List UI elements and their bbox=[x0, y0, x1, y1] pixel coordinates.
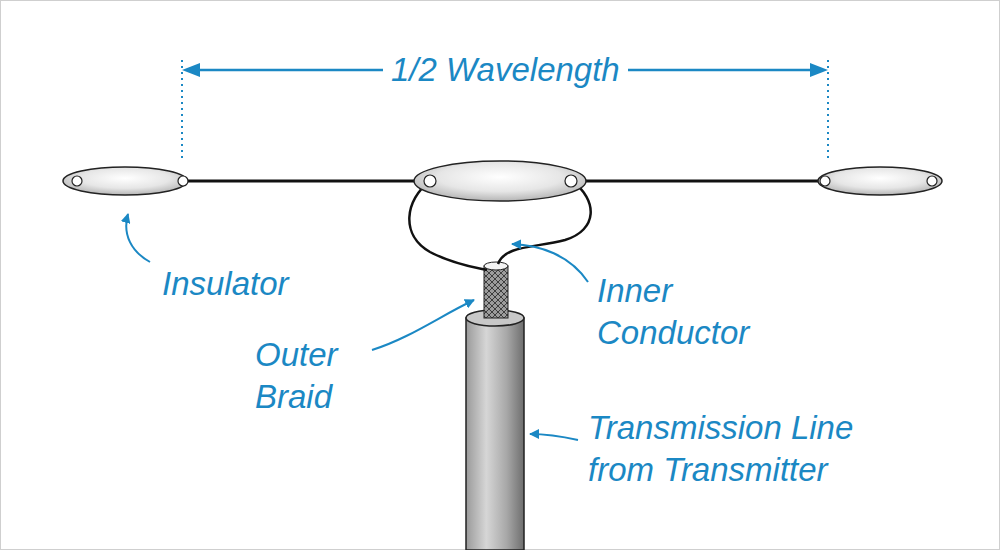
leader-line bbox=[126, 214, 150, 262]
insulator bbox=[63, 167, 187, 195]
insulator-hole bbox=[424, 175, 436, 187]
part-label: Insulator bbox=[162, 263, 289, 305]
inner-insulation bbox=[484, 262, 508, 270]
outer-braid bbox=[484, 266, 508, 318]
coax-cable bbox=[466, 318, 524, 550]
insulator-hole bbox=[820, 176, 830, 186]
leader-line bbox=[372, 300, 474, 350]
insulator-hole bbox=[178, 176, 188, 186]
insulator bbox=[414, 161, 586, 201]
part-label: Outer Braid bbox=[255, 334, 375, 418]
dimension-arrow bbox=[810, 63, 828, 77]
insulator-hole bbox=[927, 176, 937, 186]
dimension-label: 1/2 Wavelength bbox=[383, 49, 628, 91]
leader-line bbox=[512, 244, 588, 282]
dimension-arrow bbox=[182, 63, 200, 77]
extension-line bbox=[181, 60, 183, 158]
antenna-wire bbox=[570, 180, 822, 183]
insulator bbox=[818, 167, 942, 195]
antenna-wire bbox=[183, 180, 430, 183]
part-label: Inner Conductor bbox=[597, 270, 797, 354]
extension-line bbox=[827, 60, 829, 158]
part-label: Transmission Line from Transmitter bbox=[588, 407, 918, 491]
insulator-hole bbox=[565, 175, 577, 187]
leader-line bbox=[530, 434, 578, 440]
insulator-hole bbox=[72, 176, 82, 186]
